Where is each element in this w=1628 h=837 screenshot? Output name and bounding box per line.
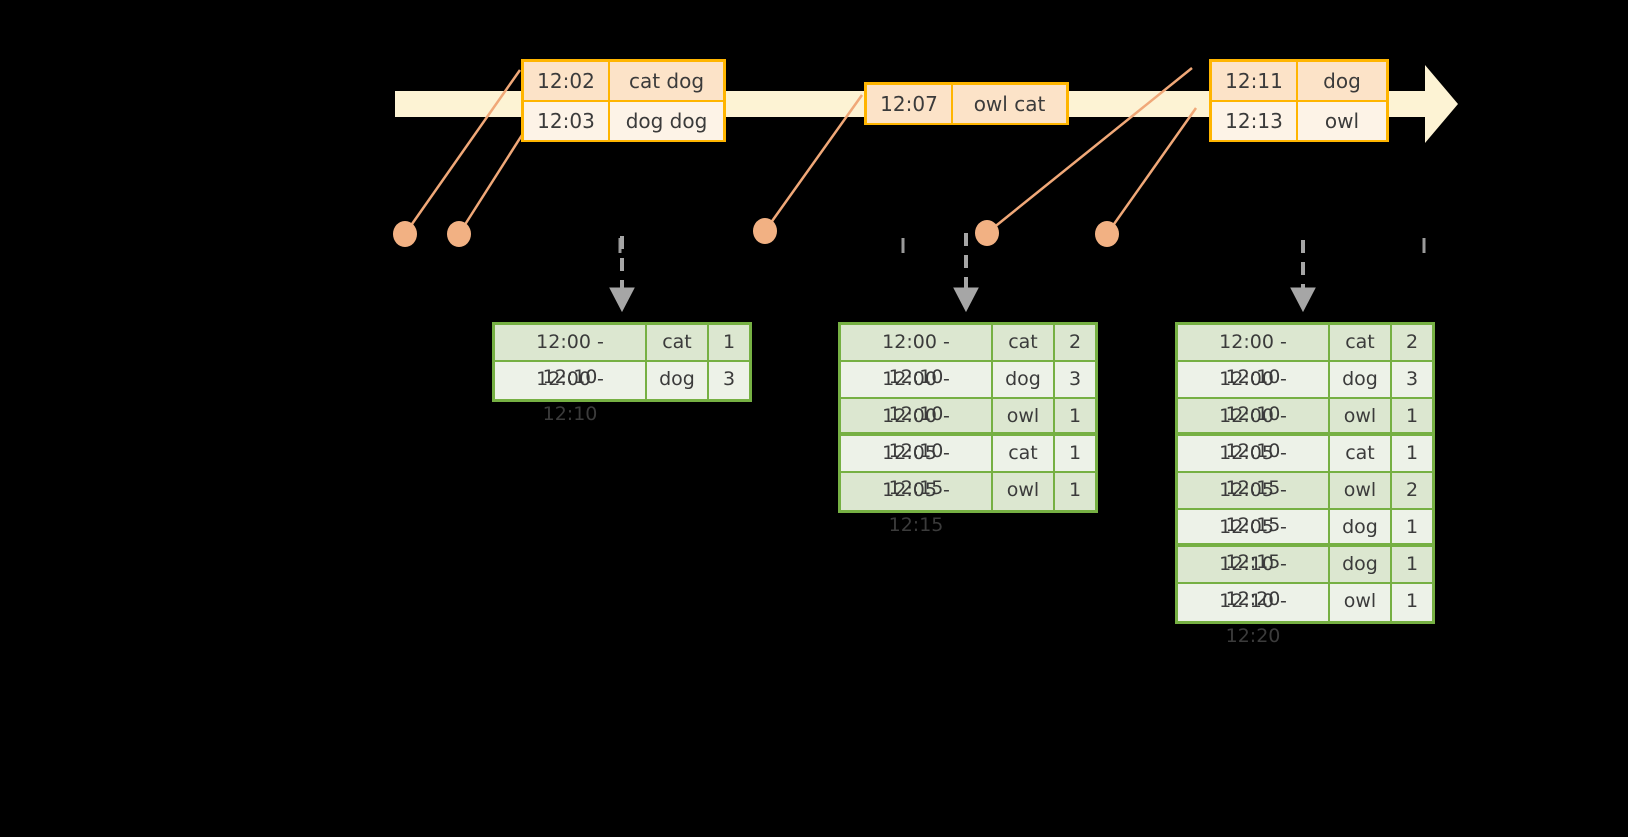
event-row[interactable]: 12:03 dog dog bbox=[524, 102, 723, 140]
event-row[interactable]: 12:11 dog bbox=[1212, 62, 1386, 102]
key-cell: cat bbox=[647, 325, 709, 360]
count-cell: 1 bbox=[1405, 516, 1419, 538]
key-cell: owl bbox=[1330, 399, 1392, 432]
window-cell: 12:05 - 12:15 bbox=[1178, 510, 1330, 573]
key-cell: dog bbox=[993, 362, 1055, 397]
connector-line-3 bbox=[763, 94, 864, 232]
table-row[interactable]: 12:05 - 12:15 owl 2 bbox=[1178, 473, 1432, 536]
event-group-1[interactable]: 12:02 cat dog 12:03 dog dog bbox=[521, 59, 726, 142]
table-row[interactable]: 12:05 - 12:15 owl 1 bbox=[841, 473, 1095, 536]
table-row[interactable]: 12:00 - 12:10 owl 1 bbox=[1178, 399, 1432, 462]
window-cell: 12:05 - 12:15 bbox=[1178, 436, 1330, 499]
event-time: 12:03 bbox=[524, 102, 610, 140]
window-cell: 12:00 - 12:10 bbox=[1178, 325, 1330, 388]
count-cell: 3 bbox=[1068, 368, 1082, 390]
dot-2 bbox=[447, 221, 471, 247]
dot-4 bbox=[975, 220, 999, 246]
count-cell: 1 bbox=[1405, 405, 1419, 427]
table-row[interactable]: 12:05 - 12:15 cat 1 bbox=[1178, 436, 1432, 499]
key-cell: owl bbox=[1330, 473, 1392, 508]
window-cell: 12:00 - 12:10 bbox=[841, 399, 993, 462]
table-row[interactable]: 12:00 - 12:10 cat 2 bbox=[841, 325, 1095, 388]
table-row[interactable]: 12:00 - 12:10 dog 3 bbox=[841, 362, 1095, 425]
count-cell: 1 bbox=[1068, 405, 1082, 427]
key-cell: owl bbox=[993, 473, 1055, 510]
window-cell: 12:00 - 12:10 bbox=[841, 325, 993, 388]
window-cell: 12:05 - 12:15 bbox=[841, 473, 993, 536]
count-cell: 2 bbox=[1068, 331, 1082, 353]
count-cell: 1 bbox=[1405, 442, 1419, 464]
table-row[interactable]: 12:05 - 12:15 cat 1 bbox=[841, 436, 1095, 499]
count-cell: 2 bbox=[1405, 331, 1419, 353]
window-cell: 12:00 - 12:10 bbox=[1178, 362, 1330, 425]
connector-line-1 bbox=[403, 69, 522, 235]
event-row[interactable]: 12:02 cat dog bbox=[524, 62, 723, 102]
event-group-3[interactable]: 12:11 dog 12:13 owl bbox=[1209, 59, 1389, 142]
event-group-2[interactable]: 12:07 owl cat bbox=[864, 82, 1069, 125]
key-cell: cat bbox=[993, 436, 1055, 471]
table-row[interactable]: 12:00 - 12:10 cat 1 bbox=[495, 325, 749, 388]
event-time: 12:07 bbox=[867, 85, 953, 123]
table-row[interactable]: 12:00 - 12:10 owl 1 bbox=[841, 399, 1095, 462]
event-row[interactable]: 12:07 owl cat bbox=[867, 85, 1066, 123]
connector-line-4 bbox=[986, 67, 1193, 234]
connector-lines bbox=[403, 67, 1198, 235]
window-cell: 12:00 - 12:10 bbox=[495, 362, 647, 425]
event-time: 12:11 bbox=[1212, 62, 1298, 100]
window-cell: 12:00 - 12:10 bbox=[495, 325, 647, 388]
event-payload: owl bbox=[1324, 109, 1360, 133]
dot-1 bbox=[393, 221, 417, 247]
count-cell: 1 bbox=[1068, 442, 1082, 464]
count-cell: 2 bbox=[1405, 479, 1419, 501]
result-table-2[interactable]: 12:00 - 12:10 cat 2 12:00 - 12:10 dog 3 … bbox=[838, 322, 1098, 536]
key-cell: owl bbox=[1330, 584, 1392, 621]
count-cell: 3 bbox=[1405, 368, 1419, 390]
table-row[interactable]: 12:10 - 12:20 owl 1 bbox=[1178, 584, 1432, 647]
connector-line-2 bbox=[457, 134, 524, 235]
table-row[interactable]: 12:00 - 12:10 dog 3 bbox=[495, 362, 749, 425]
emit-arrow-1 bbox=[609, 236, 635, 313]
key-cell: dog bbox=[1330, 547, 1392, 582]
window-cell: 12:00 - 12:10 bbox=[841, 362, 993, 425]
table-row[interactable]: 12:00 - 12:10 dog 3 bbox=[1178, 362, 1432, 425]
key-cell: cat bbox=[1330, 436, 1392, 471]
emit-arrow-2 bbox=[953, 233, 979, 313]
dot-3 bbox=[753, 218, 777, 244]
result-table-1[interactable]: 12:00 - 12:10 cat 1 12:00 - 12:10 dog 3 bbox=[492, 322, 752, 425]
key-cell: cat bbox=[1330, 325, 1392, 360]
event-payload: dog dog bbox=[625, 109, 708, 133]
event-payload: cat dog bbox=[628, 69, 705, 93]
connector-dots bbox=[393, 218, 1119, 247]
event-time: 12:13 bbox=[1212, 102, 1298, 140]
count-cell: 3 bbox=[722, 368, 736, 390]
event-payload: owl cat bbox=[973, 92, 1046, 116]
count-cell: 1 bbox=[722, 331, 736, 353]
key-cell: dog bbox=[1330, 510, 1392, 543]
window-cell: 12:05 - 12:15 bbox=[841, 436, 993, 499]
table-row[interactable]: 12:00 - 12:10 cat 2 bbox=[1178, 325, 1432, 388]
dot-5 bbox=[1095, 221, 1119, 247]
emit-arrow-3 bbox=[1290, 240, 1316, 313]
key-cell: cat bbox=[993, 325, 1055, 360]
event-row[interactable]: 12:13 owl bbox=[1212, 102, 1386, 140]
event-payload: dog bbox=[1323, 69, 1361, 93]
window-cell: 12:10 - 12:20 bbox=[1178, 584, 1330, 647]
table-row[interactable]: 12:10 - 12:20 dog 1 bbox=[1178, 547, 1432, 610]
count-cell: 1 bbox=[1405, 590, 1419, 612]
window-cell: 12:00 - 12:10 bbox=[1178, 399, 1330, 462]
window-cell: 12:05 - 12:15 bbox=[1178, 473, 1330, 536]
window-cell: 12:10 - 12:20 bbox=[1178, 547, 1330, 610]
count-cell: 1 bbox=[1068, 479, 1082, 501]
result-table-3[interactable]: 12:00 - 12:10 cat 2 12:00 - 12:10 dog 3 … bbox=[1175, 322, 1435, 647]
key-cell: owl bbox=[993, 399, 1055, 432]
count-cell: 1 bbox=[1405, 553, 1419, 575]
table-row[interactable]: 12:05 - 12:15 dog 1 bbox=[1178, 510, 1432, 573]
event-time: 12:02 bbox=[524, 62, 610, 100]
emit-arrows bbox=[609, 233, 1316, 313]
key-cell: dog bbox=[647, 362, 709, 399]
connector-line-5 bbox=[1105, 107, 1198, 235]
key-cell: dog bbox=[1330, 362, 1392, 397]
